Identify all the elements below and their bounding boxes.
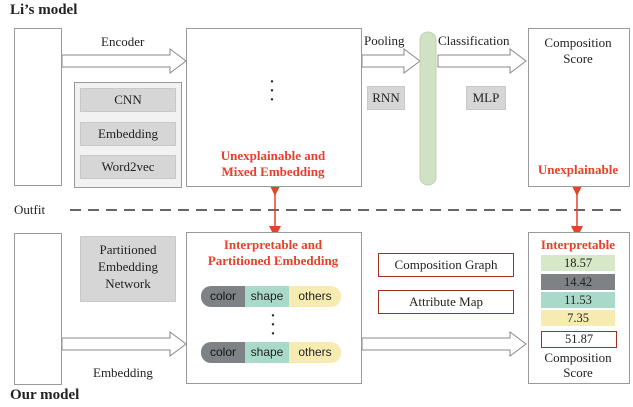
segment-shape: shape	[245, 342, 289, 363]
bottom-outfit-frame	[14, 233, 62, 385]
score-value: 14.42	[541, 274, 615, 290]
unexplainable-embedding-title: Unexplainable and Mixed Embedding	[186, 148, 360, 180]
network-line-2: Embedding	[98, 259, 158, 274]
top-score-box	[528, 28, 630, 187]
pooling-arrow	[361, 48, 421, 74]
our-model-title: Our model	[10, 387, 80, 403]
interpretable-embedding-line-1: Interpretable and	[223, 237, 323, 252]
encoder-option-cnn: CNN	[80, 88, 176, 112]
unexplainable-embedding-line-2: Mixed Embedding	[221, 164, 325, 179]
segment-others: others	[289, 342, 341, 363]
score-value: 11.53	[541, 292, 615, 308]
classification-arrow	[437, 48, 527, 74]
encoder-option-embedding: Embedding	[80, 122, 176, 146]
composition-graph-box: Composition Graph	[378, 253, 514, 277]
embedding-label: Embedding	[93, 365, 153, 380]
segment-others: others	[289, 286, 341, 307]
segment-shape: shape	[245, 286, 289, 307]
unexplainable-embedding-line-1: Unexplainable and	[220, 148, 326, 163]
segment-color: color	[201, 342, 245, 363]
interpretable-embedding-line-2: Partitioned Embedding	[207, 253, 339, 268]
network-line-1: Partitioned	[99, 242, 157, 257]
bottom-composition-score: Composition Score	[528, 350, 628, 380]
top-composition-score-line-2: Score	[563, 51, 593, 66]
interpretable-label: Interpretable	[540, 237, 616, 252]
mlp-box: MLP	[466, 86, 506, 110]
attribute-map-box: Attribute Map	[378, 290, 514, 314]
li-model-title: Li’s model	[10, 2, 78, 18]
bottom-composition-score-line-2: Score	[563, 365, 593, 380]
network-line-3: Network	[105, 276, 151, 291]
pooling-label: Pooling	[364, 33, 405, 48]
pooling-bar	[419, 31, 437, 186]
interpretable-embedding-title: Interpretable and Partitioned Embedding	[186, 237, 360, 269]
classification-label: Classification	[438, 33, 510, 48]
mixed-embedding-box	[186, 28, 362, 187]
score-value: 18.57	[541, 255, 615, 271]
rnn-box: RNN	[367, 86, 405, 110]
segment-color: color	[201, 286, 245, 307]
bottom-composition-score-line-1: Composition	[544, 350, 612, 365]
score-value: 7.35	[541, 310, 615, 326]
total-score: 51.87	[541, 331, 617, 348]
unexplainable-label: Unexplainable	[537, 162, 619, 177]
top-outfit-frame	[14, 28, 62, 186]
encoder-option-word2vec: Word2vec	[80, 155, 176, 179]
score-arrow	[361, 331, 527, 357]
outfit-label: Outfit	[14, 202, 46, 217]
embedding-arrow	[61, 331, 187, 357]
encoder-label: Encoder	[101, 34, 145, 49]
embedding-ellipsis: ···	[269, 74, 275, 108]
partitioned-network-box: Partitioned Embedding Network	[80, 236, 176, 302]
encoder-arrow	[61, 48, 187, 74]
top-composition-score-line-1: Composition	[544, 35, 612, 50]
vector-ellipsis: ···	[270, 308, 276, 342]
top-composition-score: Composition Score	[528, 35, 628, 67]
